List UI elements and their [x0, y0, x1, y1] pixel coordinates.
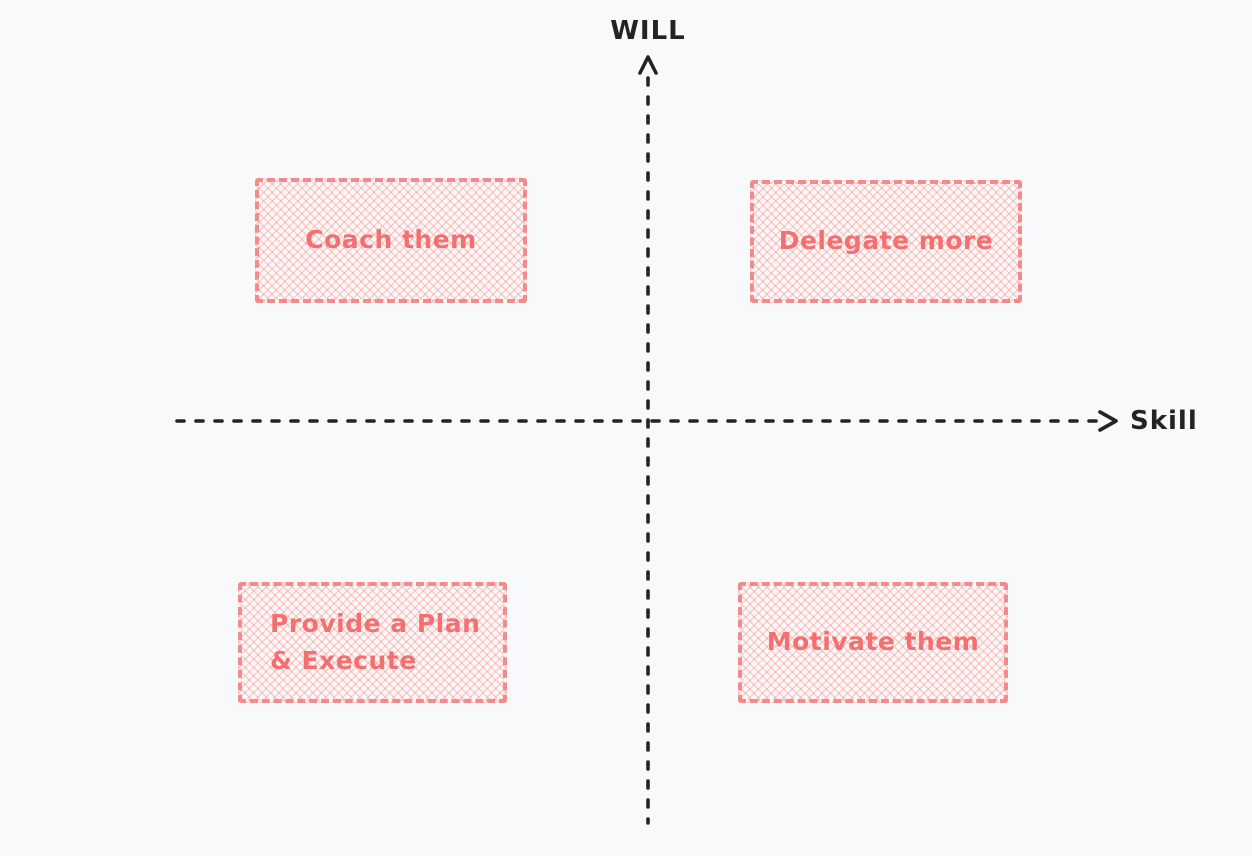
quadrant-box-coach-them: Coach them [255, 178, 527, 303]
skill-axis-label: Skill [1130, 406, 1198, 436]
quadrant-label: Delegate more [778, 226, 994, 256]
will-axis-label: WILL [610, 16, 686, 46]
quadrant-box-delegate-more: Delegate more [750, 180, 1022, 303]
quadrant-label: Provide a Plan & Execute [270, 609, 481, 675]
quadrant-label: Motivate them [766, 627, 980, 657]
quadrant-label: Coach them [305, 225, 477, 255]
skill-axis-arrow-icon [1098, 410, 1118, 432]
will-axis-arrow-icon [638, 55, 658, 75]
quadrant-box-motivate-them: Motivate them [738, 582, 1008, 703]
quadrant-box-provide-plan-execute: Provide a Plan & Execute [238, 582, 507, 703]
